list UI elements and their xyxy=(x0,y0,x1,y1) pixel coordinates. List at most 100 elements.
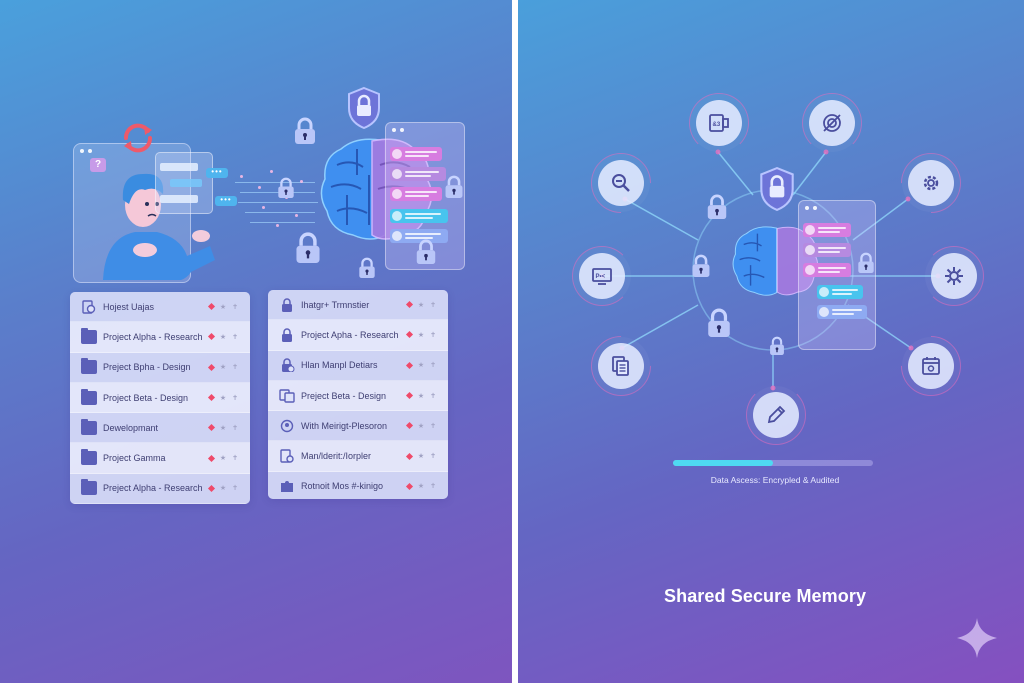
list-item[interactable]: Rotnoit Mos #-kinigo ★ ✝ xyxy=(268,471,448,499)
pin-icon[interactable]: ✝ xyxy=(232,364,238,372)
status-text: Data Ascess: Encrypled & Audited xyxy=(710,475,840,485)
list-item[interactable]: Preject Bpha - Design ★ ✝ xyxy=(70,352,250,383)
pin-icon[interactable]: ✝ xyxy=(232,424,238,432)
lock-icon xyxy=(282,297,292,312)
list-item-label: Hlan Manpl Detiars xyxy=(301,360,378,371)
star-icon[interactable]: ★ xyxy=(219,455,227,463)
flag-diamond-icon[interactable] xyxy=(207,454,215,462)
left-panel: ? ••• ••• xyxy=(0,0,512,683)
pin-icon[interactable]: ✝ xyxy=(232,394,238,402)
list-item[interactable]: Preject Alpha - Research ★ ✝ xyxy=(70,473,250,505)
node-documents[interactable] xyxy=(578,323,664,409)
star-icon[interactable]: ★ xyxy=(417,453,425,461)
pin-icon[interactable]: ✝ xyxy=(430,422,436,430)
lock-icon xyxy=(708,308,730,337)
flag-diamond-icon[interactable] xyxy=(405,361,413,369)
star-icon[interactable]: ★ xyxy=(417,392,425,400)
pin-icon[interactable]: ✝ xyxy=(430,453,436,461)
pin-icon[interactable]: ✝ xyxy=(430,301,436,309)
star-icon[interactable]: ★ xyxy=(219,303,227,311)
list-item-label: Rotnoit Mos #-kinigo xyxy=(301,481,384,492)
svg-text:&3: &3 xyxy=(713,122,721,128)
node-zoom-out[interactable] xyxy=(578,140,664,226)
list-item-label: Preject Alpha - Research xyxy=(103,483,203,494)
list-item[interactable]: Hlan Manpl Detiars ★ ✝ xyxy=(268,350,448,381)
pin-icon[interactable]: ✝ xyxy=(232,303,238,311)
flag-diamond-icon[interactable] xyxy=(405,331,413,339)
pin-icon[interactable]: ✝ xyxy=(430,331,436,339)
node-target-off[interactable] xyxy=(802,93,862,153)
document-search-icon xyxy=(280,449,294,463)
file-video-icon: &3 xyxy=(709,114,729,132)
list-item-label: Preject Bpha - Design xyxy=(103,362,191,373)
pin-icon[interactable]: ✝ xyxy=(232,485,238,493)
window-dots xyxy=(392,128,404,132)
pin-icon[interactable]: ✝ xyxy=(430,362,436,370)
chat-message xyxy=(803,263,851,277)
flag-diamond-icon[interactable] xyxy=(207,333,215,341)
chat-message xyxy=(390,187,442,201)
star-icon[interactable]: ★ xyxy=(219,485,227,493)
flag-diamond-icon[interactable] xyxy=(207,393,215,402)
window-dots xyxy=(805,206,817,210)
flag-diamond-icon[interactable] xyxy=(405,482,413,490)
svg-text:P•<: P•< xyxy=(596,274,606,280)
node-gear[interactable] xyxy=(888,140,974,226)
chat-window xyxy=(155,152,213,214)
list-item[interactable]: Project Apha - Research ★✝ xyxy=(268,320,448,351)
flag-diamond-icon[interactable] xyxy=(207,303,215,311)
list-item[interactable]: Ihatgr+ Trmnstier ★✝ xyxy=(268,290,448,321)
star-icon[interactable]: ★ xyxy=(417,331,425,339)
list-item[interactable]: Project Gamma ★✝ xyxy=(70,443,250,474)
star-icon[interactable]: ★ xyxy=(417,483,425,491)
star-icon[interactable]: ★ xyxy=(219,364,227,372)
pin-icon[interactable]: ✝ xyxy=(232,333,238,341)
list-item[interactable]: Project Beta - Design ★✝ xyxy=(70,382,250,414)
shield-lock-icon xyxy=(760,166,794,212)
flag-diamond-icon[interactable] xyxy=(207,363,215,371)
target-off-icon xyxy=(823,114,841,132)
flag-diamond-icon[interactable] xyxy=(207,484,215,492)
list-item[interactable]: Dewelopmant ★✝ xyxy=(70,413,250,444)
flag-diamond-icon[interactable] xyxy=(405,452,413,460)
star-icon[interactable]: ★ xyxy=(219,333,227,341)
monitor-code-icon: P•< xyxy=(592,268,612,285)
zoom-out-icon xyxy=(612,174,630,192)
node-pencil[interactable] xyxy=(746,385,806,445)
node-file-video[interactable]: &3 xyxy=(689,93,749,153)
star-icon[interactable]: ★ xyxy=(219,394,227,402)
puzzle-icon xyxy=(281,481,293,493)
flag-diamond-icon[interactable] xyxy=(405,422,413,430)
list-item[interactable]: Man/lderit:/Iorpler ★ ✝ xyxy=(268,441,448,472)
list-item-label: Man/lderit:/Iorpler xyxy=(301,451,372,462)
star-icon[interactable]: ★ xyxy=(219,424,227,432)
lock-icon xyxy=(692,254,710,277)
flag-diamond-icon[interactable] xyxy=(207,424,215,432)
flag-diamond-icon[interactable] xyxy=(405,391,413,400)
list-item[interactable]: With Meirigt-Plesoron ★✝ xyxy=(268,411,448,442)
node-settings-sun[interactable] xyxy=(924,246,984,306)
list-item[interactable]: Preject Beta - Design ★✝ xyxy=(268,380,448,412)
chat-message xyxy=(160,195,198,203)
node-calendar[interactable] xyxy=(888,323,974,409)
user-refresh-icon xyxy=(280,419,294,433)
lock-icon xyxy=(770,336,784,355)
node-monitor-code[interactable]: P•< xyxy=(572,246,632,306)
chat-message xyxy=(390,209,448,223)
lock-icon xyxy=(278,177,294,198)
lock-icon xyxy=(282,358,295,373)
list-item-label: Hojest Uajas xyxy=(103,301,155,312)
star-icon[interactable]: ★ xyxy=(417,301,425,309)
progress-bar xyxy=(673,460,873,466)
list-item[interactable]: Hojest Uajas ★ ✝ xyxy=(70,292,250,323)
star-icon[interactable]: ★ xyxy=(417,422,425,430)
list-item[interactable]: Project Alpha - Research ★✝ xyxy=(70,322,250,353)
right-panel: &3 P•< xyxy=(518,0,1024,683)
flag-diamond-icon[interactable] xyxy=(405,301,413,309)
pin-icon[interactable]: ✝ xyxy=(430,483,436,491)
pin-icon[interactable]: ✝ xyxy=(430,392,436,400)
lock-icon xyxy=(359,257,375,278)
question-mark-icon: ? xyxy=(90,158,106,172)
star-icon[interactable]: ★ xyxy=(417,362,425,370)
pin-icon[interactable]: ✝ xyxy=(232,455,238,463)
